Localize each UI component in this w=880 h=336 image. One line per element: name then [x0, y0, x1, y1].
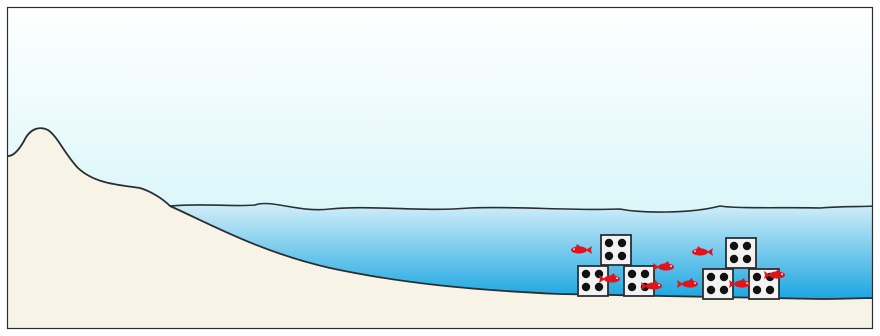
fish-icon — [641, 280, 662, 290]
fish-icon — [764, 269, 785, 279]
reef-block-icon — [623, 265, 655, 297]
diagram-frame — [6, 6, 874, 330]
reef-block-icon — [725, 237, 757, 269]
reef-block-icon — [702, 268, 734, 300]
water-surface-line — [169, 202, 873, 213]
fish-icon — [692, 246, 713, 256]
fish-icon — [729, 278, 750, 288]
fish-icon — [677, 278, 698, 288]
fish-icon — [599, 273, 620, 283]
reef-block-icon — [577, 265, 609, 297]
reef-block-icon — [600, 234, 632, 266]
fish-icon — [571, 244, 592, 254]
fish-icon — [653, 261, 674, 271]
